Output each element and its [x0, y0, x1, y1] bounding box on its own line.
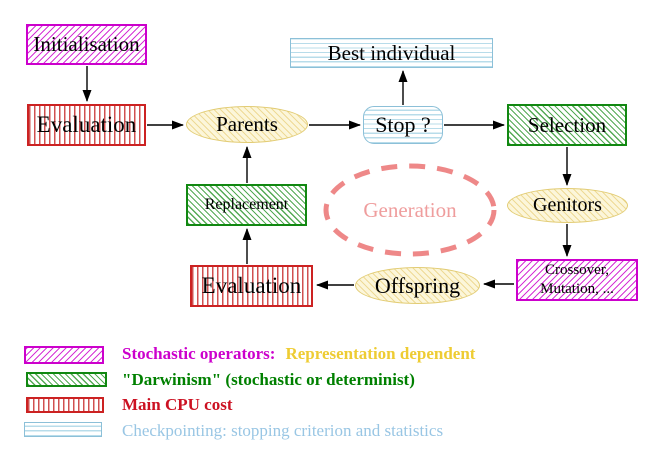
node-genitors: Genitors	[507, 188, 628, 223]
node-offspring-label: Offspring	[374, 272, 461, 298]
node-crossover-label-line2: Mutation, ...	[540, 281, 614, 297]
legend-stochastic-secondary: Representation dependent	[285, 344, 476, 363]
legend-swatch-stochastic-operators	[24, 346, 104, 364]
legend-text-checkpointing: Checkpointing: stopping criterion and st…	[122, 421, 444, 440]
node-stop: Stop ?	[363, 106, 443, 144]
node-offspring: Offspring	[355, 267, 480, 304]
node-genitors-label: Genitors	[533, 194, 602, 216]
node-initialisation-label: Initialisation	[33, 32, 140, 56]
legend-stochastic-primary: Stochastic operators:	[122, 344, 276, 363]
legend-text-stochastic-operators: Stochastic operators: Representation depe…	[122, 344, 475, 364]
node-selection-label: Selection	[527, 112, 607, 137]
node-crossover-mutation: Crossover, Mutation, ...	[516, 259, 638, 301]
node-evaluation-bottom-label: Evaluation	[201, 273, 302, 298]
node-parents: Parents	[186, 106, 308, 143]
legend-text-darwinism: "Darwinism" (stochastic or determinist)	[122, 370, 415, 389]
node-initialisation: Initialisation	[26, 24, 147, 65]
node-evaluation-top-label: Evaluation	[36, 112, 137, 137]
node-parents-label: Parents	[216, 112, 278, 136]
node-evaluation-bottom: Evaluation	[190, 265, 313, 307]
legend-swatch-checkpointing	[24, 422, 102, 437]
node-evaluation-top: Evaluation	[27, 104, 146, 146]
node-best-individual-label: Best individual	[327, 40, 456, 65]
node-best-individual: Best individual	[290, 38, 493, 68]
legend-text-cpu-cost: Main CPU cost	[122, 395, 233, 414]
legend-swatch-cpu-cost	[26, 397, 104, 413]
legend-swatch-darwinism	[26, 372, 107, 387]
generation-label-container: Generation	[326, 166, 494, 254]
node-replacement-label: Replacement	[204, 196, 289, 213]
node-replacement: Replacement	[186, 184, 307, 226]
node-stop-label: Stop ?	[375, 112, 431, 137]
node-selection: Selection	[507, 104, 627, 146]
generation-label: Generation	[363, 197, 457, 222]
node-crossover-label-line1: Crossover,	[545, 261, 609, 278]
